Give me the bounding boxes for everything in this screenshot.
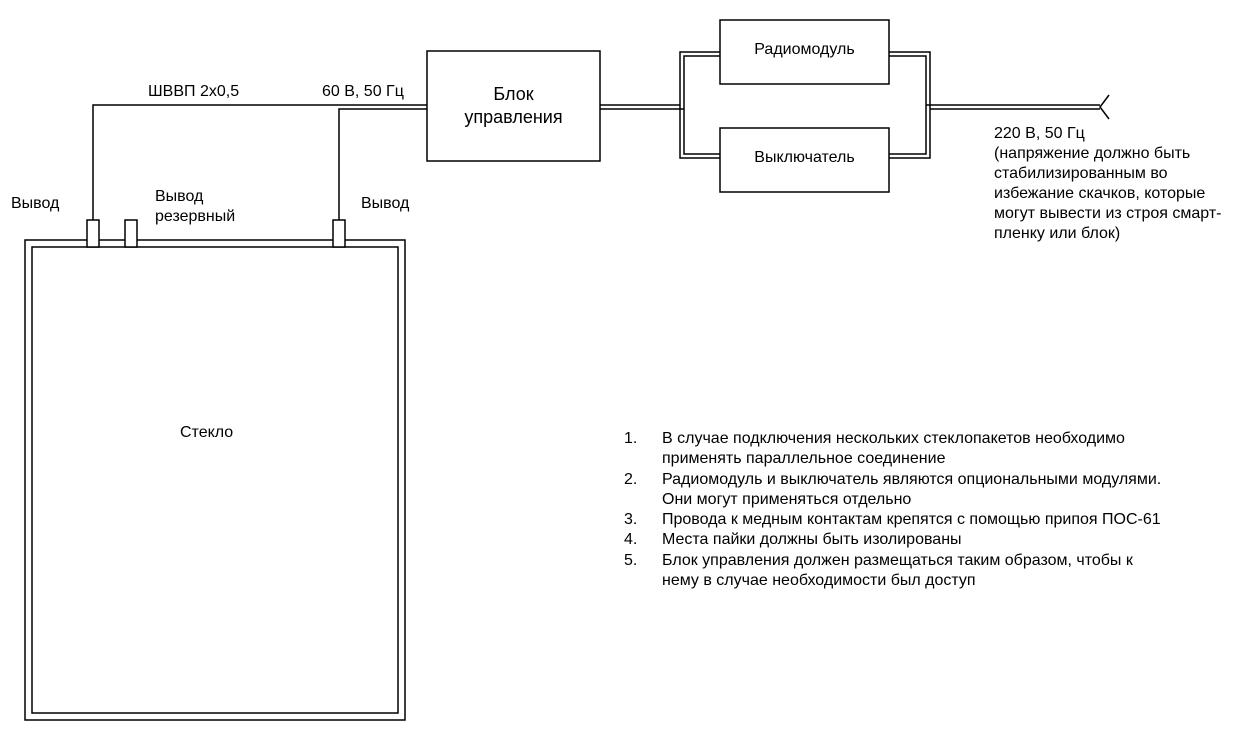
left-bus-inner: [683, 55, 720, 155]
cable-wire-right: [338, 108, 427, 220]
note-item: 1. В случае подключения нескольких стекл…: [624, 429, 1222, 470]
power-note-line: пленку или блок): [994, 225, 1121, 242]
lead-left-label: Вывод: [11, 195, 60, 212]
power-note-line: могут вывести из строя смарт-: [994, 205, 1222, 222]
note-number: 4.: [624, 531, 638, 549]
note-number: 3.: [624, 511, 638, 529]
note-item: 3. Провода к медным контактам крепятся с…: [624, 510, 1222, 530]
power-note-line: стабилизированным во: [994, 165, 1168, 182]
radio-module-box: [719, 19, 890, 85]
power-note-line: избежание скачков, которые: [994, 185, 1206, 202]
note-line: применять параллельное соединение: [662, 450, 946, 468]
lead-right-label: Вывод: [361, 195, 410, 212]
note-line: Места пайки должны быть изолированы: [662, 531, 962, 549]
switch-label: Выключатель: [754, 149, 855, 166]
lead-reserve-label: Вывод резервный: [155, 187, 235, 227]
note-number: 2.: [624, 470, 638, 488]
low-voltage-label: 60 В, 50 Гц: [322, 83, 404, 100]
note-number: 1.: [624, 430, 638, 447]
control-unit-label: Блок управления: [427, 83, 600, 129]
lead-reserve-line-1: Вывод: [155, 188, 204, 205]
note-line: Провода к медным контактам крепятся с по…: [662, 511, 1161, 529]
note-item: 2. Радиомодуль и выключатель являются оп…: [624, 470, 1222, 511]
power-note-line: (напряжение должно быть: [994, 145, 1191, 162]
control-unit-label-line-2: управления: [464, 107, 563, 127]
note-number: 5.: [624, 551, 638, 569]
note-item: 4. Места пайки должны быть изолированы: [624, 530, 1222, 550]
notes-list: 1. В случае подключения нескольких стекл…: [624, 429, 1222, 591]
note-item: 5. Блок управления должен размещаться та…: [624, 551, 1222, 592]
right-bus-outer: [889, 51, 931, 159]
control-unit-label-line-1: Блок: [493, 84, 534, 104]
contact-tab-right: [332, 219, 346, 248]
switch-box: [719, 127, 890, 193]
glass-outer-frame: [24, 239, 406, 721]
cable-wire-left: [92, 104, 427, 220]
lead-reserve-line-2: резервный: [155, 208, 236, 225]
plug-symbol: [1099, 94, 1110, 120]
left-bus-outer: [679, 51, 720, 159]
glass-label: Стекло: [180, 424, 234, 441]
right-bus-inner: [889, 55, 927, 155]
note-line: нему в случае необходимости был доступ: [662, 572, 976, 590]
control-unit-box: [426, 50, 601, 162]
power-supply-note: 220 В, 50 Гц (напряжение должно быть ста…: [994, 124, 1243, 244]
note-line: В случае подключения нескольких стеклопа…: [662, 430, 1125, 447]
note-line: Они могут применяться отдельно: [662, 490, 912, 508]
note-line: Радиомодуль и выключатель являются опцио…: [662, 470, 1162, 488]
glass-inner-frame: [31, 246, 399, 714]
contact-tab-left: [86, 219, 100, 248]
power-note-line: 220 В, 50 Гц: [994, 125, 1085, 142]
contact-tab-reserve: [124, 219, 138, 248]
radio-module-label: Радиомодуль: [754, 41, 855, 58]
cable-label: ШВВП 2x0,5: [148, 83, 240, 100]
note-line: Блок управления должен размещаться таким…: [662, 551, 1133, 569]
